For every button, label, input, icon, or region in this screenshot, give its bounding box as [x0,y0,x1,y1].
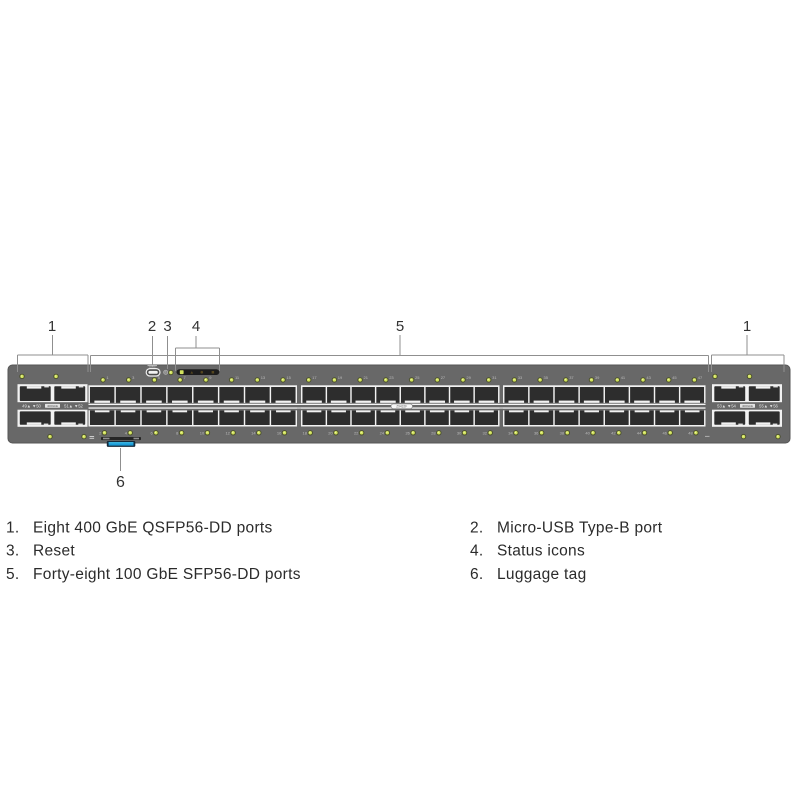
svg-text:Forty-eight 100 GbE SFP56-DD p: Forty-eight 100 GbE SFP56-DD ports [33,566,301,583]
svg-text:2: 2 [99,430,102,435]
svg-text:26: 26 [405,430,410,435]
svg-text:18: 18 [303,430,308,435]
svg-text:14: 14 [251,430,256,435]
svg-text:24: 24 [380,430,385,435]
svg-text:2.: 2. [470,519,484,536]
svg-text:4: 4 [192,318,200,335]
svg-text:46: 46 [663,430,668,435]
svg-text:51▲ ▼52: 51▲ ▼52 [64,403,83,408]
svg-text:36: 36 [534,430,539,435]
svg-text:45: 45 [672,375,677,380]
svg-text:Micro-USB Type-B port: Micro-USB Type-B port [497,519,663,536]
svg-text:1: 1 [106,375,109,380]
svg-text:43: 43 [646,375,651,380]
svg-text:1: 1 [48,318,56,335]
svg-text:37: 37 [569,375,574,380]
svg-text:1: 1 [743,318,751,335]
svg-text:31: 31 [492,375,497,380]
svg-text:33: 33 [518,375,523,380]
svg-text:7: 7 [184,375,187,380]
svg-text:38: 38 [560,430,565,435]
svg-text:400GbE: 400GbE [742,404,753,408]
svg-text:3.: 3. [6,543,20,560]
svg-text:17: 17 [312,375,317,380]
svg-text:Luggage tag: Luggage tag [497,566,587,583]
svg-text:28: 28 [431,430,436,435]
svg-text:20: 20 [328,430,333,435]
svg-text:11: 11 [235,375,240,380]
svg-text:49▲ ▼50: 49▲ ▼50 [22,403,41,408]
svg-text:30: 30 [457,430,462,435]
svg-text:400GbE: 400GbE [47,404,58,408]
svg-text:5: 5 [396,318,404,335]
svg-text:13: 13 [261,375,266,380]
svg-text:4: 4 [125,430,128,435]
svg-text:10: 10 [200,430,205,435]
svg-text:Eight 400 GbE QSFP56-DD ports: Eight 400 GbE QSFP56-DD ports [33,519,273,536]
svg-text:9: 9 [209,375,212,380]
svg-text:19: 19 [338,375,343,380]
svg-text:5.: 5. [6,566,20,583]
svg-text:3: 3 [132,375,135,380]
svg-text:23: 23 [389,375,394,380]
svg-text:15: 15 [286,375,291,380]
svg-text:4.: 4. [470,543,484,560]
svg-text:12: 12 [225,430,230,435]
svg-text:39: 39 [595,375,600,380]
svg-text:Status icons: Status icons [497,543,585,560]
svg-text:48: 48 [688,430,693,435]
svg-text:27: 27 [441,375,446,380]
svg-text:1.: 1. [6,519,20,536]
svg-text:8: 8 [176,430,179,435]
svg-text:32: 32 [483,430,488,435]
svg-text:22: 22 [354,430,359,435]
svg-text:2: 2 [148,318,156,335]
svg-text:53▲ ▼54: 53▲ ▼54 [717,403,736,408]
svg-text:Reset: Reset [33,543,75,560]
svg-text:5: 5 [158,375,161,380]
svg-text:3: 3 [163,318,171,335]
svg-text:6.: 6. [470,566,484,583]
svg-text:35: 35 [544,375,549,380]
svg-text:29: 29 [466,375,471,380]
svg-text:6: 6 [116,474,125,491]
svg-text:42: 42 [611,430,616,435]
svg-text:21: 21 [364,375,369,380]
svg-text:47: 47 [698,375,703,380]
svg-text:40: 40 [585,430,590,435]
svg-text:Z9432F: Z9432F [396,405,407,409]
svg-text:34: 34 [508,430,513,435]
svg-text:16: 16 [277,430,282,435]
svg-text:55▲ ▼56: 55▲ ▼56 [759,403,778,408]
svg-text:44: 44 [637,430,642,435]
svg-text:25: 25 [415,375,420,380]
svg-text:41: 41 [621,375,626,380]
svg-text:6: 6 [150,430,153,435]
